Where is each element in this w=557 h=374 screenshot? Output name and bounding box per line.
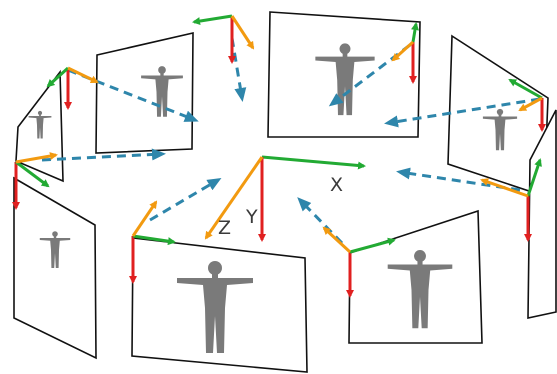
camera-panel-back-center xyxy=(267,11,421,138)
camera-axes-back-center xyxy=(391,22,419,84)
camera-axes-back-right xyxy=(508,78,546,132)
world-coordinate-frame xyxy=(204,155,366,242)
view-arrow-back-center-top xyxy=(230,37,247,102)
camera-axes-back-left xyxy=(46,66,99,110)
world-x-axis xyxy=(261,155,366,170)
camera-panel-front-center xyxy=(131,237,308,373)
view-arrow-left xyxy=(41,148,166,162)
camera-axes-back-center-top xyxy=(192,14,255,64)
camera-axes-front-right xyxy=(322,226,396,298)
view-arrow-back-right xyxy=(384,97,541,128)
camera-axes-right xyxy=(480,158,542,242)
camera-panel-front-left xyxy=(13,176,97,360)
camera-axes-front-center xyxy=(129,200,176,284)
camera-axes-left xyxy=(12,152,58,210)
world-z-label: Z xyxy=(218,217,231,239)
view-arrow-front-right xyxy=(297,197,344,245)
view-arrow-front-center xyxy=(149,177,222,222)
camera-panel-back-left xyxy=(95,31,194,154)
world-z-axis xyxy=(204,156,264,240)
camera-panel-front-right xyxy=(348,209,483,344)
world-x-label: X xyxy=(330,174,343,196)
camera-panel-left xyxy=(15,69,64,183)
world-y-label: Y xyxy=(245,206,258,228)
